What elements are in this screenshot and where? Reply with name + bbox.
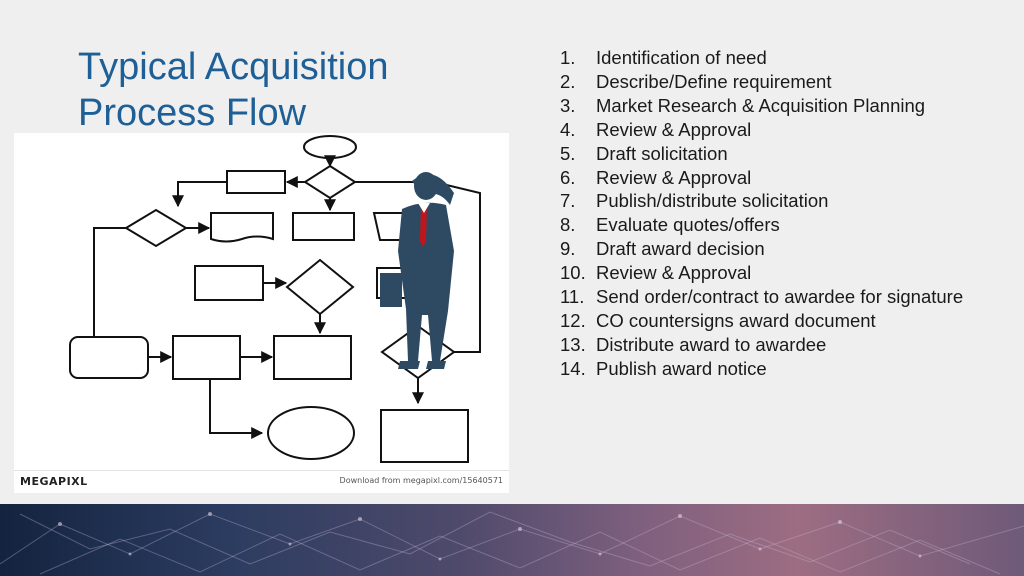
step-item: 7. Publish/distribute solicitation xyxy=(560,189,963,213)
process-steps-list: 1. Identification of need 2. Describe/Defi… xyxy=(560,46,963,381)
end-circle xyxy=(267,406,355,460)
step-text: Evaluate quotes/offers xyxy=(596,214,780,236)
step-number: 9. xyxy=(560,238,576,260)
step-text: Publish award notice xyxy=(596,357,767,379)
step-item: 5. Draft solicitation xyxy=(560,142,963,166)
network-pattern xyxy=(0,511,1024,575)
step-text: Describe/Define requirement xyxy=(596,70,832,92)
watermark-credit: Download from megapixl.com/15640571 xyxy=(339,476,503,485)
step-item: 1. Identification of need xyxy=(560,46,963,70)
step-number: 4. xyxy=(560,118,576,140)
slide-title-line-1: Typical Acquisition xyxy=(78,46,389,88)
process-box-bottom-right xyxy=(380,409,469,463)
watermark-bar: MEGAPIXL Download from megapixl.com/1564… xyxy=(14,470,509,493)
step-text: Publish/distribute solicitation xyxy=(596,190,829,212)
document-shape xyxy=(210,212,274,243)
step-item: 6. Review & Approval xyxy=(560,166,963,190)
decision-diamond-left xyxy=(124,208,188,248)
step-item: 11. Send order/contract to awardee for si… xyxy=(560,285,963,309)
step-item: 3. Market Research & Acquisition Planning xyxy=(560,94,963,118)
step-item: 12. CO countersigns award document xyxy=(560,309,963,333)
step-item: 2. Describe/Define requirement xyxy=(560,70,963,94)
step-number: 1. xyxy=(560,47,576,68)
step-text: Draft award decision xyxy=(596,238,765,260)
step-number: 12. xyxy=(560,309,586,331)
decorative-footer-band xyxy=(0,504,1024,576)
step-item: 10. Review & Approval xyxy=(560,261,963,285)
step-text: Review & Approval xyxy=(596,118,752,140)
step-text: Identification of need xyxy=(596,47,767,68)
start-oval xyxy=(303,135,357,159)
step-text: Distribute award to awardee xyxy=(596,333,827,355)
businessman-figure xyxy=(380,172,454,369)
process-box-row4-mid xyxy=(273,335,352,380)
step-text: Review & Approval xyxy=(596,166,752,188)
step-item: 8. Evaluate quotes/offers xyxy=(560,213,963,237)
process-box-middle xyxy=(292,212,355,241)
process-box-row4-left xyxy=(172,335,241,380)
step-number: 10. xyxy=(560,262,586,284)
decision-diamond-middle xyxy=(285,258,355,316)
terminal-box xyxy=(69,336,149,379)
step-item: 14. Publish award notice xyxy=(560,357,963,381)
step-text: Review & Approval xyxy=(596,262,752,284)
step-number: 2. xyxy=(560,70,576,92)
decision-diamond-top xyxy=(303,164,357,200)
step-item: 9. Draft award decision xyxy=(560,237,963,261)
step-text: Market Research & Acquisition Planning xyxy=(596,94,926,116)
step-text: Send order/contract to awardee for signa… xyxy=(596,286,964,308)
process-box-row3 xyxy=(194,265,264,301)
step-number: 7. xyxy=(560,190,576,212)
step-text: CO countersigns award document xyxy=(596,309,876,331)
step-item: 4. Review & Approval xyxy=(560,118,963,142)
slide-title: Typical Acquisition Process Flow xyxy=(78,44,389,136)
step-number: 11. xyxy=(560,286,585,308)
step-number: 5. xyxy=(560,142,576,164)
step-number: 3. xyxy=(560,94,576,116)
step-number: 14. xyxy=(560,357,586,379)
flowchart-illustration: MEGAPIXL Download from megapixl.com/1564… xyxy=(14,133,509,493)
step-item: 13. Distribute award to awardee xyxy=(560,333,963,357)
step-number: 6. xyxy=(560,166,576,188)
watermark-logo: MEGAPIXL xyxy=(20,475,88,488)
step-number: 8. xyxy=(560,214,576,236)
step-text: Draft solicitation xyxy=(596,142,728,164)
process-box-top xyxy=(226,170,286,194)
flowchart-drawing xyxy=(69,135,481,463)
slide-title-line-2: Process Flow xyxy=(78,92,307,134)
step-number: 13. xyxy=(560,333,586,355)
